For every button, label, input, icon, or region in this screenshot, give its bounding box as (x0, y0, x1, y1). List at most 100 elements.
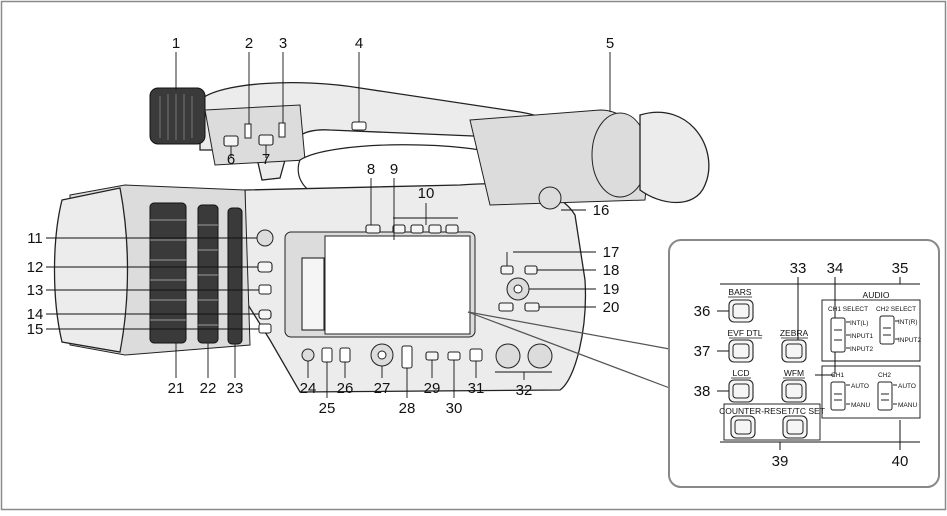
callout-1: 1 (172, 35, 180, 52)
ch2-manu-label: MANU (898, 402, 917, 409)
callout-38: 38 (694, 383, 711, 400)
camcorder-illustration (53, 82, 710, 393)
callout-leaders (46, 52, 611, 398)
zebra-label: ZEBRA (780, 328, 809, 338)
knob-24[interactable] (301, 348, 315, 362)
ch2-select-title: CH2 SELECT (876, 306, 916, 313)
inset-panel: 33 34 35 36 37 38 39 40 BARS EVF DTL ZEB… (668, 239, 940, 488)
button-29[interactable] (425, 351, 439, 361)
callout-8: 8 (367, 161, 375, 178)
counter-label: COUNTER-RESET/TC SET (719, 406, 825, 416)
switch-15[interactable] (258, 323, 272, 334)
handle-button-6[interactable] (223, 135, 239, 147)
switch-13[interactable] (258, 284, 272, 295)
callout-16: 16 (593, 202, 610, 219)
callout-2: 2 (245, 35, 253, 52)
callout-22: 22 (200, 380, 217, 397)
inset-frame (668, 239, 940, 488)
button-10c[interactable] (428, 224, 442, 234)
callout-25: 25 (319, 400, 336, 417)
counter-reset-button[interactable] (730, 415, 756, 439)
callout-13: 13 (27, 282, 44, 299)
button-8[interactable] (365, 224, 381, 234)
microphone (149, 87, 206, 145)
ch2-auto-label: AUTO (898, 383, 916, 390)
callout-23: 23 (227, 380, 244, 397)
evf-dtl-button[interactable] (728, 339, 754, 363)
handle-switch-4[interactable] (351, 121, 367, 131)
callout-32: 32 (516, 382, 533, 399)
audio-select-box (821, 299, 921, 362)
callout-36: 36 (694, 303, 711, 320)
eyecup (639, 111, 710, 204)
callout-33: 33 (790, 260, 807, 277)
callout-15: 15 (27, 321, 44, 338)
handle-switch-3[interactable] (278, 122, 286, 138)
lcd-button[interactable] (728, 379, 754, 403)
callout-35: 35 (892, 260, 909, 277)
button-20b[interactable] (524, 302, 540, 312)
callout-21: 21 (168, 380, 185, 397)
switch-30[interactable] (447, 351, 461, 361)
handle-front-block (204, 104, 306, 166)
callout-19: 19 (603, 281, 620, 298)
bars-button[interactable] (728, 299, 754, 323)
callout-5: 5 (606, 35, 614, 52)
switch-25[interactable] (321, 347, 333, 363)
knob-11[interactable] (256, 229, 274, 247)
button-17[interactable] (500, 265, 514, 275)
callout-37: 37 (694, 343, 711, 360)
lcd-hinge (301, 257, 325, 331)
button-10d[interactable] (445, 224, 459, 234)
evf-dtl-label: EVF DTL (728, 328, 763, 338)
button-10b[interactable] (410, 224, 424, 234)
dial-16[interactable] (538, 186, 562, 210)
switch-28[interactable] (401, 345, 413, 369)
callout-27: 27 (374, 380, 391, 397)
ch1-auto-label: AUTO (851, 383, 869, 390)
callout-28: 28 (399, 400, 416, 417)
button-18[interactable] (524, 265, 538, 275)
ch1-manu-label: MANU (851, 402, 870, 409)
ch1-select-switch[interactable] (830, 317, 846, 353)
switch-31[interactable] (469, 348, 483, 362)
pointer-line-top (467, 311, 676, 351)
callout-numbers: 1 2 3 4 5 6 7 8 9 10 11 12 13 14 15 16 1… (27, 35, 620, 417)
switch-14[interactable] (258, 309, 272, 320)
audio-mode-box (821, 365, 921, 419)
audio-knob-32b[interactable] (527, 343, 553, 369)
wfm-button[interactable] (781, 379, 807, 403)
callout-20: 20 (603, 299, 620, 316)
ch1-select-opt-1: INT(L) (850, 320, 868, 327)
wfm-label: WFM (784, 368, 804, 378)
tc-set-button[interactable] (782, 415, 808, 439)
ch2-auto-manu-switch[interactable] (877, 381, 893, 411)
callout-9: 9 (390, 161, 398, 178)
callout-10: 10 (418, 185, 435, 202)
handle-switch-2[interactable] (244, 123, 252, 139)
callout-12: 12 (27, 259, 44, 276)
audio-knob-32a[interactable] (495, 343, 521, 369)
ch1-select-opt-2: INPUT1 (850, 333, 874, 340)
zebra-button[interactable] (781, 339, 807, 363)
callout-31: 31 (468, 380, 485, 397)
ch2-title: CH2 (878, 372, 891, 379)
ch1-title: CH1 (831, 372, 844, 379)
ch2-select-switch[interactable] (879, 315, 895, 345)
switch-26[interactable] (339, 347, 351, 363)
ch1-select-opt-3: INPUT2 (850, 346, 874, 353)
switch-12[interactable] (257, 261, 273, 273)
ch2-select-opt-1: INT(R) (898, 319, 918, 326)
handle-button-7[interactable] (258, 134, 274, 146)
callout-40: 40 (892, 453, 909, 470)
callout-3: 3 (279, 35, 287, 52)
callout-30: 30 (446, 400, 463, 417)
callout-4: 4 (355, 35, 363, 52)
ch2-select-opt-2: INPUT2 (898, 337, 922, 344)
button-10a[interactable] (392, 224, 406, 234)
ch1-auto-manu-switch[interactable] (830, 381, 846, 411)
button-20a[interactable] (498, 302, 514, 312)
callout-14: 14 (27, 306, 44, 323)
